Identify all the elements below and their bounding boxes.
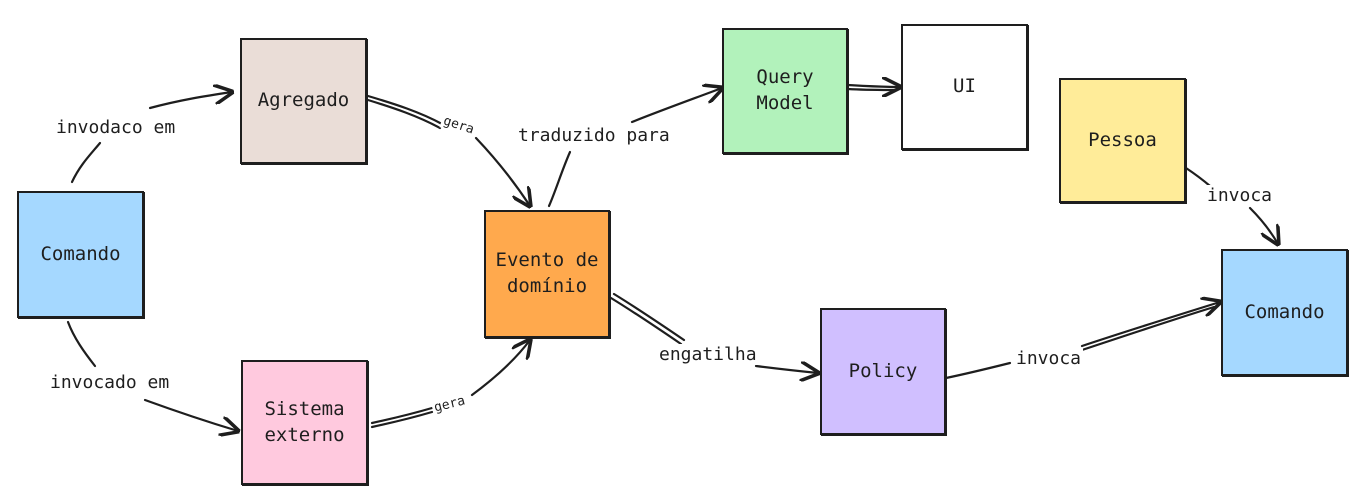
edge-sistema-to-evento-b bbox=[470, 340, 530, 397]
comando-node-left[interactable]: Comando bbox=[17, 191, 144, 318]
edge-agregado-to-evento-a2 bbox=[366, 98, 442, 130]
edge-comando-to-agregado-a bbox=[70, 141, 102, 184]
pessoa-node[interactable]: Pessoa bbox=[1059, 78, 1186, 203]
agregado-node-label: Agregado bbox=[257, 89, 350, 112]
edge-evento-to-policy-a bbox=[612, 292, 686, 342]
edge-comando-to-agregado-b bbox=[148, 92, 232, 110]
sistema-externo-node[interactable]: Sistema externo bbox=[241, 360, 368, 485]
edge-label-invocado-em-top: invodaco em bbox=[54, 117, 178, 138]
query-model-node-label: Query Model bbox=[756, 66, 814, 114]
edge-evento-to-query-b bbox=[630, 88, 722, 124]
edge-label-invocado-em-bottom: invocado em bbox=[48, 372, 172, 393]
evento-dominio-node[interactable]: Evento de domínio bbox=[484, 210, 610, 338]
comando-node-right[interactable]: Comando bbox=[1221, 249, 1348, 376]
edge-agregado-to-evento-b bbox=[474, 136, 530, 206]
edge-label-traduzido-para: traduzido para bbox=[516, 125, 672, 146]
edge-agregado-to-evento-a bbox=[366, 94, 444, 126]
edge-evento-to-policy-b bbox=[754, 366, 818, 373]
edge-comando-to-sistema-a bbox=[66, 320, 97, 368]
query-model-node[interactable]: Query Model bbox=[722, 28, 848, 154]
edge-policy-to-comando-b bbox=[1080, 302, 1220, 348]
policy-node-label: Policy bbox=[848, 359, 918, 382]
pessoa-node-label: Pessoa bbox=[1088, 128, 1157, 151]
edge-policy-to-comando-b2 bbox=[1080, 305, 1216, 352]
edge-query-to-ui bbox=[846, 85, 900, 87]
edge-policy-to-comando-a bbox=[944, 361, 1012, 380]
ui-node-label: UI bbox=[953, 75, 976, 98]
comando-node-right-label: Comando bbox=[1244, 300, 1325, 323]
edge-comando-to-sistema-b bbox=[143, 398, 238, 431]
edge-sistema-to-evento-a2 bbox=[370, 410, 434, 429]
edge-pessoa-to-comando-b bbox=[1248, 206, 1278, 244]
edge-label-invoca-policy: invoca bbox=[1014, 348, 1084, 369]
edge-evento-to-policy-a2 bbox=[609, 296, 683, 346]
agregado-node[interactable]: Agregado bbox=[240, 38, 367, 164]
edge-label-engatilha: engatilha bbox=[657, 344, 759, 365]
edge-label-invoca-pessoa: invoca bbox=[1205, 185, 1275, 206]
evento-dominio-node-label: Evento de domínio bbox=[495, 249, 599, 297]
edge-evento-to-query-a bbox=[547, 150, 572, 208]
comando-node-left-label: Comando bbox=[40, 242, 121, 265]
policy-node[interactable]: Policy bbox=[820, 308, 946, 435]
edge-query-to-ui-2 bbox=[846, 87, 898, 92]
ui-node[interactable]: UI bbox=[901, 24, 1028, 150]
edge-pessoa-to-comando-a bbox=[1184, 166, 1212, 188]
sistema-externo-node-label: Sistema externo bbox=[264, 397, 345, 446]
edge-sistema-to-evento-a bbox=[370, 406, 434, 425]
